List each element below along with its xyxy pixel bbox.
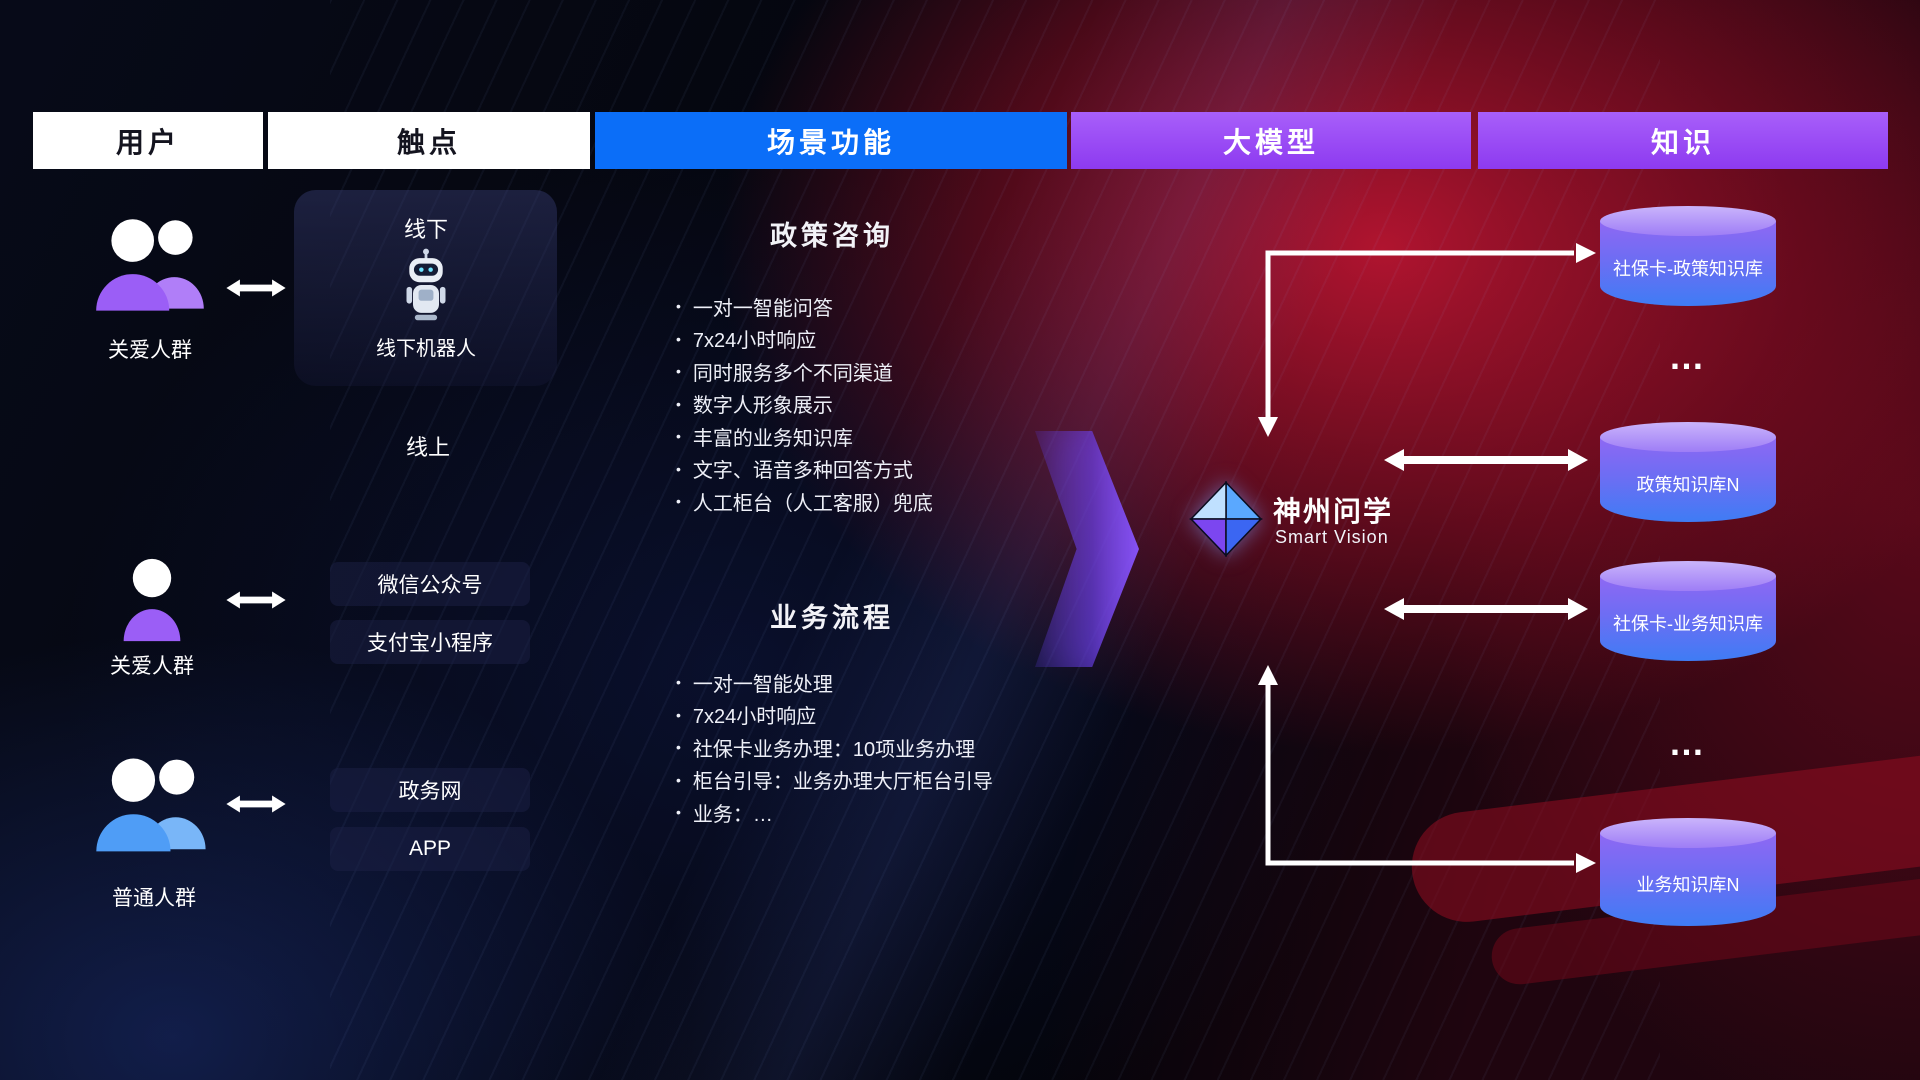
model-subtitle: Smart Vision xyxy=(1275,527,1389,547)
user-group-label-3: 普通人群 xyxy=(112,887,196,910)
model-name: 神州问学 xyxy=(1273,496,1394,527)
policy-item: 人工柜台（人工客服）兜底 xyxy=(676,485,1116,518)
channel-alipay: 支付宝小程序 xyxy=(330,620,530,664)
offline-title: 线下 xyxy=(403,217,449,242)
channel-gov-web: 政务网 xyxy=(330,768,530,812)
header-users: 用户 xyxy=(33,112,263,169)
header-knowledge: 知识 xyxy=(1478,112,1888,169)
double-arrow-business-kb xyxy=(1384,596,1588,622)
policy-item: 丰富的业务知识库 xyxy=(676,420,1116,453)
elbow-arrow-top xyxy=(1246,241,1598,439)
business-item: 一对一智能处理 xyxy=(676,666,1136,699)
policy-item: 一对一智能问答 xyxy=(676,290,1116,323)
bidirectional-arrow-icon xyxy=(226,589,286,611)
cylinder-top xyxy=(1600,561,1776,591)
ellipsis-bottom: … xyxy=(1668,722,1708,763)
knowledge-db-policy-card: 社保卡-政策知识库 xyxy=(1600,206,1776,306)
smart-vision-logo-icon xyxy=(1188,481,1264,557)
double-arrow-policy-n xyxy=(1384,447,1588,473)
robot-icon xyxy=(398,246,454,324)
channel-wechat: 微信公众号 xyxy=(330,562,530,606)
online-title: 线上 xyxy=(405,435,451,460)
people-group-icon-blue xyxy=(86,748,220,866)
policy-item: 7x24小时响应 xyxy=(676,323,1116,356)
knowledge-db-policy-n: 政策知识库N xyxy=(1600,422,1776,522)
knowledge-db-business-card: 社保卡-业务知识库 xyxy=(1600,561,1776,661)
user-group-label-1: 关爱人群 xyxy=(108,339,192,362)
person-icon-purple xyxy=(120,552,184,648)
bidirectional-arrow-icon xyxy=(226,793,286,815)
cylinder-body xyxy=(1600,833,1776,926)
offline-robot-label: 线下机器人 xyxy=(376,338,476,360)
elbow-arrow-bottom xyxy=(1246,663,1598,875)
business-item: 业务：… xyxy=(676,796,1136,829)
knowledge-db-label: 社保卡-政策知识库 xyxy=(1613,258,1763,279)
cylinder-top xyxy=(1600,818,1776,848)
policy-bullet-list: 一对一智能问答 7x24小时响应 同时服务多个不同渠道 数字人形象展示 丰富的业… xyxy=(676,290,1116,518)
channel-app: APP xyxy=(330,827,530,871)
knowledge-db-label: 政策知识库N xyxy=(1636,474,1740,495)
business-item: 7x24小时响应 xyxy=(676,699,1136,732)
business-item: 柜台引导：业务办理大厅柜台引导 xyxy=(676,764,1136,797)
header-scenario: 场景功能 xyxy=(595,112,1067,169)
policy-item: 同时服务多个不同渠道 xyxy=(676,355,1116,388)
bidirectional-arrow-icon xyxy=(226,277,286,299)
policy-item: 文字、语音多种回答方式 xyxy=(676,453,1116,486)
user-group-label-2: 关爱人群 xyxy=(110,655,194,678)
business-item: 社保卡业务办理：10项业务办理 xyxy=(676,731,1136,764)
business-bullet-list: 一对一智能处理 7x24小时响应 社保卡业务办理：10项业务办理 柜台引导：业务… xyxy=(676,666,1136,829)
ellipsis-top: … xyxy=(1668,336,1708,377)
knowledge-db-business-n: 业务知识库N xyxy=(1600,818,1776,926)
header-model: 大模型 xyxy=(1071,112,1471,169)
policy-item: 数字人形象展示 xyxy=(676,388,1116,421)
business-section-title: 业务流程 xyxy=(770,603,894,633)
knowledge-db-label: 社保卡-业务知识库 xyxy=(1613,613,1763,634)
policy-section-title: 政策咨询 xyxy=(770,221,894,251)
people-group-icon-purple xyxy=(86,210,218,324)
knowledge-db-label: 业务知识库N xyxy=(1636,874,1740,895)
header-touchpoints: 触点 xyxy=(268,112,590,169)
cylinder-top xyxy=(1600,422,1776,452)
cylinder-top xyxy=(1600,206,1776,236)
